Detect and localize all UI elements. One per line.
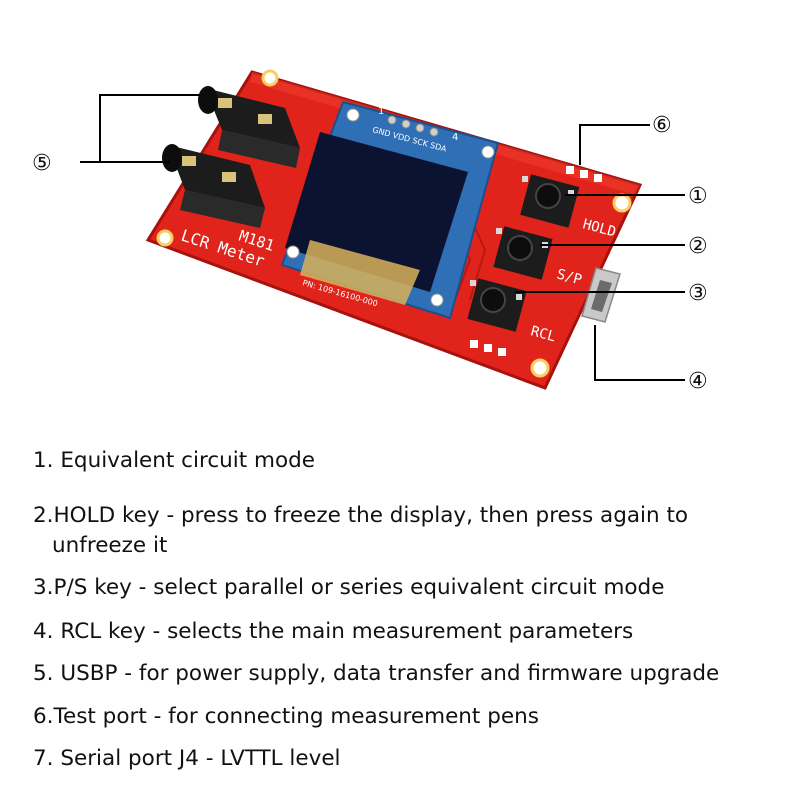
callout-1: ① (688, 184, 708, 209)
callout-3: ③ (688, 281, 708, 306)
callout-2: ② (688, 234, 708, 259)
rcl-key-label: RCL (529, 323, 558, 345)
sp-key-label: S/P (555, 266, 584, 288)
test-port-jack-upper (198, 86, 300, 168)
pin-number-left: 1 (378, 106, 384, 117)
legend-item-1: 1. Equivalent circuit mode (33, 448, 315, 473)
hold-key[interactable]: HOLD (520, 174, 618, 241)
legend-item-2: 2.HOLD key - press to freeze the display… (33, 503, 689, 528)
lcr-meter-diagram: 1 4 GND VDD SCK SDA PN: 109-16100-000 M1… (32, 69, 708, 394)
rcl-key[interactable]: RCL (467, 278, 558, 345)
test-port-jack-lower (162, 144, 265, 228)
callout-6: ⑥ (652, 113, 672, 138)
legend-item-7: 7. Serial port J4 - LVTTL level (33, 746, 341, 771)
usb-port (581, 267, 621, 323)
callout-lines (80, 94, 685, 381)
serial-port-pads (470, 166, 602, 356)
legend-item-4: 4. RCL key - selects the main measuremen… (33, 619, 634, 644)
pin-number-right: 4 (452, 132, 458, 143)
legend-item-6: 6.Test port - for connecting measurement… (33, 704, 539, 729)
oled-display: 1 4 GND VDD SCK SDA PN: 109-16100-000 (280, 100, 500, 320)
callout-4: ④ (688, 369, 708, 394)
callout-5: ⑤ (32, 151, 52, 176)
sp-key[interactable]: S/P (493, 226, 584, 288)
legend-item-3: 3.P/S key - select parallel or series eq… (33, 575, 665, 600)
legend-item-2-continued: unfreeze it (52, 533, 168, 558)
legend-item-5: 5. USBP - for power supply, data transfe… (33, 661, 720, 686)
